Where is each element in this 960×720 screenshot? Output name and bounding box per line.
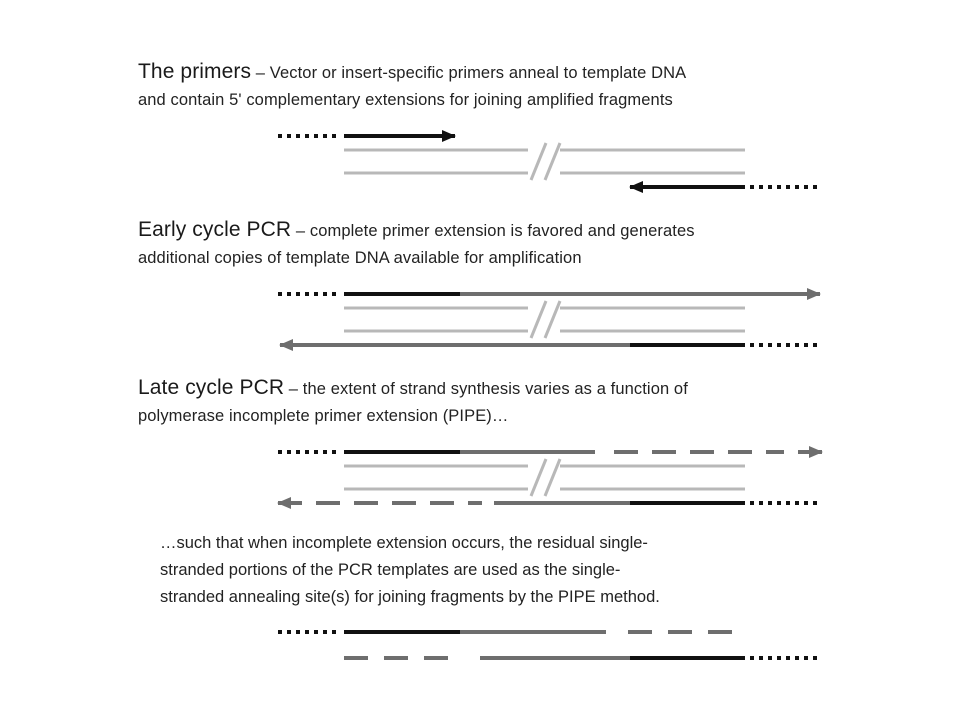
- break-mark: [529, 142, 548, 181]
- break-mark: [543, 300, 562, 339]
- break-mark: [529, 458, 548, 497]
- break-mark: [543, 458, 562, 497]
- section-early-text2: additional copies of template DNA availa…: [138, 249, 582, 267]
- diagram-early-cycle: [278, 288, 822, 351]
- section-primers-text2: and contain 5' complementary extensions …: [138, 91, 673, 109]
- section-primers-line1: The primers – Vector or insert-specific …: [138, 58, 878, 87]
- section-late-text1: the extent of strand synthesis varies as…: [302, 380, 688, 398]
- section-late-text2: polymerase incomplete primer extension (…: [138, 407, 509, 425]
- pipe-note: …such that when incomplete extension occ…: [160, 530, 860, 611]
- section-primers-heading: The primers: [138, 60, 252, 83]
- pipe-note-line2: stranded portions of the PCR templates a…: [160, 561, 621, 579]
- section-early-line1: Early cycle PCR – complete primer extens…: [138, 216, 878, 245]
- pipe-note-line1: …such that when incomplete extension occ…: [160, 534, 648, 552]
- section-primers-text1: Vector or insert-specific primers anneal…: [269, 64, 687, 82]
- diagram-late-cycle: [277, 446, 823, 509]
- diagram-primers: [278, 130, 822, 193]
- section-late-heading: Late cycle PCR: [138, 376, 285, 399]
- diagram-pipe-products: [278, 630, 822, 660]
- section-late-dash: –: [284, 380, 303, 398]
- section-late-cycle: Late cycle PCR – the extent of strand sy…: [138, 374, 878, 430]
- pipe-note-line3: stranded annealing site(s) for joining f…: [160, 588, 660, 606]
- section-primers: The primers – Vector or insert-specific …: [138, 58, 878, 114]
- section-early-text1: complete primer extension is favored and…: [309, 222, 695, 240]
- break-mark: [543, 142, 562, 181]
- section-early-heading: Early cycle PCR: [138, 218, 292, 241]
- section-early-cycle: Early cycle PCR – complete primer extens…: [138, 216, 878, 272]
- section-late-line1: Late cycle PCR – the extent of strand sy…: [138, 374, 878, 403]
- section-early-dash: –: [291, 222, 310, 240]
- break-mark: [529, 300, 548, 339]
- section-primers-dash: –: [251, 64, 270, 82]
